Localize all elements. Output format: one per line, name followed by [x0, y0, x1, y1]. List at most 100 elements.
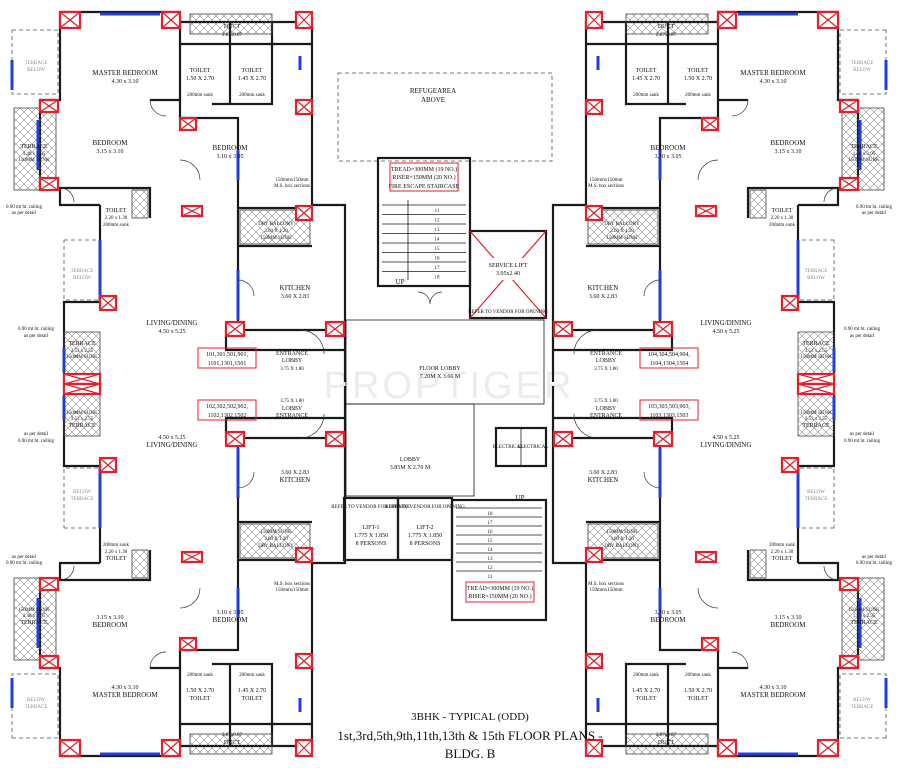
terrace-below-label: BELOW: [807, 276, 825, 281]
ms-box-note: 150mmx150mm: [589, 178, 622, 183]
toilet-sunk: 200mm sank: [685, 93, 711, 98]
terrace-a-sunk: 150MM SUNK: [848, 608, 880, 613]
wall: [553, 436, 720, 746]
kitchen-label: KITCHEN: [280, 284, 311, 292]
terrace-b-label: TERRACE: [68, 341, 96, 347]
wall: [624, 662, 686, 746]
living-size: 4.50 x 5.25: [713, 329, 740, 335]
dry-balcony-label: DRY BALCONY: [604, 544, 640, 549]
wall: [553, 22, 720, 332]
toilet-c-label: TOILET: [106, 556, 127, 562]
duct-hatch: [189, 13, 273, 35]
terrace-a-sunk: 150MM SUNK: [18, 158, 50, 163]
toilet-label: TOILET: [688, 696, 709, 702]
lift-1-size: 1.775 X 1.850: [354, 533, 388, 539]
stair-step-number: 14: [435, 238, 441, 243]
stair-step-number: 14: [488, 548, 494, 553]
duct-size: 2.87x0.87: [222, 33, 243, 38]
service-lift-size: 3.05x2.40: [496, 271, 520, 277]
unit-number-box: [197, 347, 257, 369]
terrace-b-sunk: 150MM SUNK: [66, 411, 98, 416]
toilet-c-sunk: 200mm sunk: [769, 223, 795, 228]
terrace-below-label: TERRACE: [25, 705, 48, 710]
column-cross: [39, 655, 59, 669]
duct-hatch: [625, 13, 709, 35]
column-cross: [585, 99, 603, 115]
door-swing: [149, 99, 167, 117]
stair-step-number: 18: [488, 512, 494, 517]
terrace-below-label: BELOW: [27, 68, 45, 73]
toilet-label: TOILET: [636, 696, 657, 702]
floor-lobby-size: 7.20M X 3.66 M: [420, 374, 461, 380]
column-cross: [179, 637, 197, 651]
terrace-a-label: TERRACE: [20, 144, 48, 150]
terrace-below-label: TERRACE: [805, 269, 828, 274]
stair-step-number: 17: [488, 521, 494, 526]
column-cross: [39, 99, 59, 113]
terrace-a-sunk: 150MM SUNK: [848, 158, 880, 163]
living-size: 4.50 x 5.25: [159, 435, 186, 441]
service-lift: [468, 229, 548, 320]
toilet-size: 1.45 X 2.70: [238, 688, 266, 694]
lift-2-size: 1.775 X 1.850: [408, 533, 442, 539]
refuge-label-1: REFUGEAREA: [410, 87, 456, 95]
bedroom-b-label: BEDROOM: [212, 144, 248, 152]
toilet-sunk: 200mm sank: [187, 93, 213, 98]
terrace-a-size: 1.48 x 2.95: [853, 614, 876, 619]
terrace-b-label: TERRACE: [802, 423, 830, 429]
terrace-b-size: 3.53 x 2.55: [805, 349, 828, 354]
terrace-below-label: TERRACE: [851, 61, 874, 66]
dry-balcony-size: 3.60 X 1.20: [610, 229, 634, 234]
railing-note: 0.90 mt ht. railing: [18, 327, 54, 332]
ms-box-note: 150mmx150mm: [275, 588, 308, 593]
kitchen-label: KITCHEN: [588, 284, 619, 292]
column-cross: [701, 637, 719, 651]
dry-balcony-size: 3.60 X 1.20: [264, 537, 288, 542]
duct-label: DUCT: [224, 740, 241, 746]
core: REFUGEAREA ABOVE TREAD=300MM (19 NO.) RI…: [331, 72, 553, 622]
column-cross: [325, 321, 345, 337]
wall: [178, 436, 345, 746]
lift-2-label: LIFT-2: [416, 525, 433, 531]
lower-staircase: [450, 498, 548, 622]
terrace-below-label: TERRACE: [805, 497, 828, 502]
column-cross: [839, 177, 859, 191]
unit-number-line-1: 103,303,503,903,: [648, 404, 691, 410]
bedroom-b-size: 3.10 x 3.05: [217, 154, 244, 160]
duct-small-hatch: [131, 189, 149, 219]
entrance-lobby-label: ENTRANCE: [276, 413, 308, 419]
bedroom-a-label: BEDROOM: [770, 621, 806, 629]
column-cross: [839, 577, 859, 591]
kitchen-label: KITCHEN: [588, 476, 619, 484]
terrace-b-label: TERRACE: [68, 423, 96, 429]
toilet-c-sunk: 200mm sunk: [103, 223, 129, 228]
wall: [178, 22, 345, 332]
stair-note-box: [389, 162, 459, 192]
door-swing: [823, 187, 839, 203]
bedroom-a-label: BEDROOM: [92, 139, 128, 147]
toilet-label: TOILET: [242, 68, 263, 74]
toilet-sunk: 200mm sank: [187, 673, 213, 678]
column-cross: [295, 205, 313, 221]
bedroom-a-size: 3.15 x 3.10: [97, 149, 124, 155]
terrace-a-label: TERRACE: [20, 620, 48, 626]
door-swing: [697, 587, 719, 609]
door-swing: [237, 279, 255, 297]
column-cross: [39, 177, 59, 191]
duct-label: DUCT: [224, 24, 241, 30]
railing-note: as per detail: [12, 211, 37, 216]
door-swing: [59, 565, 75, 581]
stair-step-number: 12: [435, 219, 441, 224]
dry-balcony-size: 3.60 X 1.20: [610, 537, 634, 542]
wall: [60, 186, 152, 218]
stair-step-number: 15: [488, 539, 494, 544]
bedroom-a-label: BEDROOM: [92, 621, 128, 629]
bedroom-b-size: 3.10 x 3.05: [655, 154, 682, 160]
column-cross: [59, 11, 81, 29]
railing-note: 0.90 mt ht. railing: [856, 561, 892, 566]
bedroom-b-size: 3.10 x 3.05: [655, 610, 682, 616]
column-cross: [295, 547, 313, 563]
terrace-below-label: BELOW: [73, 276, 91, 281]
